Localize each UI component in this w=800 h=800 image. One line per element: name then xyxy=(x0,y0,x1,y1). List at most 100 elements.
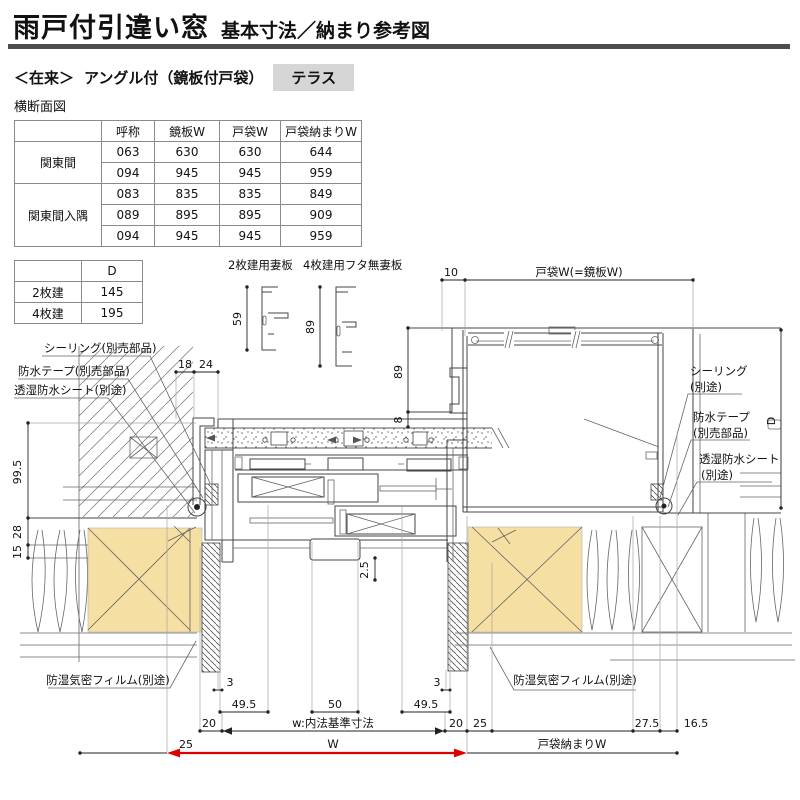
cell: 195 xyxy=(81,302,143,324)
dim-50: 50 xyxy=(328,698,342,711)
table-row: 関東間 063 630 630 644 xyxy=(14,141,362,184)
cell: 959 xyxy=(280,225,362,247)
page-title: 雨戸付引違い窓 xyxy=(13,13,209,44)
terrace-badge: テラス xyxy=(273,64,355,91)
cell: 089 xyxy=(101,204,155,226)
variant-label: アングル付（鏡板付戸袋） xyxy=(84,69,264,87)
table-row: 2枚建 145 xyxy=(14,281,143,303)
size-table: 呼称 鏡板W 戸袋W 戸袋納まりW 関東間 063 630 630 644 09… xyxy=(14,120,362,247)
dim-28: 28 xyxy=(11,525,24,539)
right-tape-label: 防水テープ xyxy=(693,410,750,424)
film-right-label: 防湿気密フィルム(別途) xyxy=(513,673,637,687)
dim-27-5: 27.5 xyxy=(635,717,660,730)
right-exterior-wall xyxy=(447,513,795,672)
size-table-corner xyxy=(14,120,102,142)
right-tape-label2: (別売部品) xyxy=(693,426,748,440)
tobukuro-osamari-w-label: 戸袋納まりW xyxy=(538,737,607,751)
dim-3-right: 3 xyxy=(434,676,441,689)
dim-10: 10 xyxy=(444,266,458,279)
left-sealing-label: シーリング(別売部品) xyxy=(44,341,156,355)
spec-subheader: ＜在来＞ アングル付（鏡板付戸袋） テラス xyxy=(14,64,355,91)
cell: 835 xyxy=(219,183,281,205)
right-sheet-label2: (別途) xyxy=(701,468,733,482)
size-table-header-row: 呼称 鏡板W 戸袋W 戸袋納まりW xyxy=(14,120,362,142)
group-label: 関東間 xyxy=(14,141,102,184)
group-label: 関東間入隅 xyxy=(14,183,102,247)
page-subtitle: 基本寸法／納まり参考図 xyxy=(221,20,431,42)
inner-sash xyxy=(249,479,457,537)
dim-89-drawing: 89 xyxy=(392,365,405,379)
size-table-header: 戸袋納まりW xyxy=(280,120,362,142)
dim-16-5: 16.5 xyxy=(684,717,709,730)
right-sheet-label: 透湿防水シート xyxy=(699,452,780,466)
extension-lines xyxy=(28,280,694,752)
cell: 895 xyxy=(154,204,220,226)
cell: 945 xyxy=(154,162,220,184)
depth-table: D 2枚建 145 4枚建 195 xyxy=(14,260,143,324)
left-jamb xyxy=(187,417,234,563)
dim-59: 59 xyxy=(231,312,244,326)
cell: 630 xyxy=(219,141,281,163)
table-row: 4枚建 195 xyxy=(14,302,143,324)
four-panel-endplate-label: 4枚建用フタ無妻板 xyxy=(303,258,403,272)
tobukuro-w-label: 戸袋W(=鏡板W) xyxy=(535,265,622,279)
title-rule xyxy=(8,44,790,49)
exterior-face-line xyxy=(408,327,782,514)
w-label: W xyxy=(327,737,338,751)
cell: 644 xyxy=(280,141,362,163)
dim-15: 15 xyxy=(11,545,24,559)
dim-99-5: 99.5 xyxy=(11,460,24,485)
table-row: 094 945 945 959 xyxy=(15,225,362,247)
cell: 895 xyxy=(219,204,281,226)
right-jamb xyxy=(446,439,467,562)
size-table-header: 呼称 xyxy=(101,120,155,142)
right-sealing-label: シーリング xyxy=(690,364,748,378)
row-label: 4枚建 xyxy=(14,302,82,324)
four-panel-endplate-figure xyxy=(318,285,357,368)
dimension-lines xyxy=(26,278,783,758)
dim-20-left: 20 xyxy=(202,717,216,730)
cell: 063 xyxy=(101,141,155,163)
dim-25-left: 25 xyxy=(179,738,193,751)
dim-49-5-left: 49.5 xyxy=(232,698,257,711)
size-table-header: 鏡板W xyxy=(154,120,220,142)
cell: 945 xyxy=(219,225,281,247)
construction-type-label: ＜在来＞ xyxy=(14,69,75,87)
dim-8: 8 xyxy=(392,417,405,424)
drawing-texts: 2枚建用妻板 4枚建用フタ無妻板 59 89 10 戸袋W(=鏡板W) シーリン… xyxy=(11,258,780,751)
cell: 083 xyxy=(101,183,155,205)
left-sheet-label: 透湿防水シート(別途) xyxy=(14,383,126,397)
cell: 945 xyxy=(154,225,220,247)
dim-24: 24 xyxy=(199,358,213,371)
table-row: 関東間入隅 083 835 835 849 xyxy=(14,183,362,247)
cell: 145 xyxy=(81,281,143,303)
dim-20-right: 20 xyxy=(449,717,463,730)
dim-25-right: 25 xyxy=(473,717,487,730)
cell: 849 xyxy=(280,183,362,205)
film-left-label: 防湿気密フィルム(別途) xyxy=(46,673,170,687)
leader-lines xyxy=(14,355,772,691)
cell: 909 xyxy=(280,204,362,226)
cell: 835 xyxy=(154,183,220,205)
cell: 094 xyxy=(101,162,155,184)
left-exterior-wall xyxy=(20,346,221,673)
dim-d: D xyxy=(765,417,778,425)
dim-2-5: 2.5 xyxy=(358,561,371,579)
cell: 945 xyxy=(219,162,281,184)
dim-49-5-right: 49.5 xyxy=(414,698,439,711)
two-panel-endplate-figure xyxy=(245,285,289,352)
left-tape-label: 防水テープ(別売部品) xyxy=(18,364,130,378)
right-sealing-label2: (別途) xyxy=(690,380,722,394)
cell: 630 xyxy=(154,141,220,163)
mortar-band xyxy=(204,418,510,449)
outer-sash xyxy=(237,473,452,503)
depth-table-header-row: D xyxy=(14,260,143,282)
dim-3-left: 3 xyxy=(227,676,234,689)
size-table-header: 戸袋W xyxy=(219,120,281,142)
dim-89-profile: 89 xyxy=(304,320,317,334)
section-label: 横断面図 xyxy=(14,100,67,115)
page-header: 雨戸付引違い窓 基本寸法／納まり参考図 xyxy=(13,6,430,45)
cell: 959 xyxy=(280,162,362,184)
cross-section-drawing: 2枚建用妻板 4枚建用フタ無妻板 59 89 10 戸袋W(=鏡板W) シーリン… xyxy=(11,258,795,758)
